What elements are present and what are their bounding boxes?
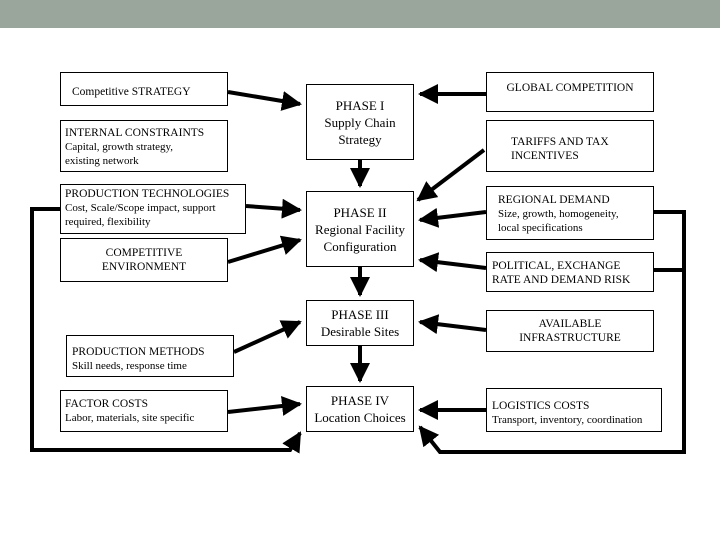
tariffs-line-2: INCENTIVES [511,150,579,162]
phase-3-title: PHASE III [331,307,389,322]
production-methods-title: PRODUCTION METHODS [72,346,205,358]
phase-2-line-2: Regional Facility [315,221,405,237]
factor-costs-box: FACTOR COSTS Labor, materials, site spec… [60,390,228,432]
factor-costs-detail: Labor, materials, site specific [65,412,195,424]
logistics-costs-title: LOGISTICS COSTS [492,400,590,412]
production-technologies-detail: Cost, Scale/Scope impact, support [65,202,216,214]
arrow-production-tech-to-phase-2 [245,198,302,219]
internal-constraints-detail: existing network [65,155,139,167]
arrow-infrastructure-to-phase-3 [418,314,487,335]
factor-costs-title: FACTOR COSTS [65,398,148,410]
competitive-environment-line-2: ENVIRONMENT [101,261,187,273]
right-feedback-loop [418,210,686,454]
competitive-environment-box: COMPETITIVE ENVIRONMENT [60,238,228,282]
production-methods-detail: Skill needs, response time [72,360,187,372]
available-infrastructure-box: AVAILABLE INFRASTRUCTURE [486,310,654,352]
arrow-environment-to-phase-2 [227,235,302,264]
available-infrastructure-line-2: INFRASTRUCTURE [519,332,621,344]
phase-3-line-2: Desirable Sites [320,324,400,339]
phase-2-title: PHASE II [333,204,387,220]
production-technologies-detail: required, flexibility [65,216,151,228]
production-technologies-box: PRODUCTION TECHNOLOGIES Cost, Scale/Scop… [60,184,246,234]
phase-3-box: PHASE III Desirable Sites [306,300,414,346]
logistics-costs-detail: Transport, inventory, coordination [492,414,643,426]
phase-1-line-3: Strategy [338,131,382,147]
global-competition-box: GLOBAL COMPETITION [486,72,654,112]
political-risk-line-2: RATE AND DEMAND RISK [492,274,631,286]
arrow-factor-costs-to-phase-4 [227,396,302,416]
phase-2-box: PHASE II Regional Facility Configuration [306,191,414,267]
tariffs-line-1: TARIFFS AND TAX [511,136,609,148]
header-bar [0,0,720,28]
arrow-strategy-to-phase-1 [227,90,302,111]
regional-demand-detail: Size, growth, homogeneity, [498,208,619,220]
internal-constraints-title: INTERNAL CONSTRAINTS [65,127,205,139]
tariffs-box: TARIFFS AND TAX INCENTIVES [486,120,654,172]
production-technologies-title: PRODUCTION TECHNOLOGIES [65,188,230,200]
arrow-methods-to-phase-3 [233,320,302,354]
phase-1-title: PHASE I [335,97,385,113]
logistics-costs-box: LOGISTICS COSTS Transport, inventory, co… [486,388,662,432]
political-risk-box: POLITICAL, EXCHANGE RATE AND DEMAND RISK [486,252,654,292]
left-feedback-loop [30,207,302,454]
phase-2-line-3: Configuration [323,238,397,254]
arrow-political-risk-to-phase-2 [418,252,487,273]
arrow-regional-demand-to-phase-2 [418,207,487,228]
competitive-environment-line-1: COMPETITIVE [105,247,183,259]
competitive-strategy-box: Competitive STRATEGY [60,72,228,106]
available-infrastructure-line-1: AVAILABLE [538,318,602,330]
regional-demand-detail: local specifications [498,222,583,234]
phase-1-box: PHASE I Supply Chain Strategy [306,84,414,160]
regional-demand-title: REGIONAL DEMAND [498,194,610,206]
phase-4-title: PHASE IV [330,393,390,408]
regional-demand-box: REGIONAL DEMAND Size, growth, homogeneit… [486,186,654,240]
phase-1-line-2: Supply Chain [324,114,396,130]
production-methods-box: PRODUCTION METHODS Skill needs, response… [66,335,234,377]
phase-4-box: PHASE IV Location Choices [306,386,414,432]
arrow-tariffs-to-phase-2 [416,148,486,202]
internal-constraints-detail: Capital, growth strategy, [65,141,174,153]
political-risk-line-1: POLITICAL, EXCHANGE [492,260,621,272]
phase-4-line-2: Location Choices [314,410,406,425]
competitive-strategy-label: Competitive STRATEGY [72,86,191,98]
global-competition-label: GLOBAL COMPETITION [506,82,634,94]
internal-constraints-box: INTERNAL CONSTRAINTS Capital, growth str… [60,120,228,172]
